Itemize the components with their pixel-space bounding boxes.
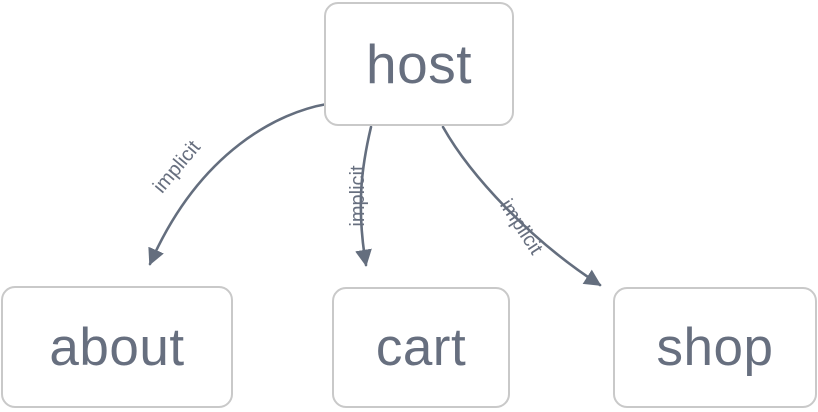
node-host-label: host — [366, 32, 472, 95]
node-cart[interactable]: cart — [332, 287, 510, 408]
node-about-label: about — [49, 317, 185, 377]
node-cart-label: cart — [375, 318, 467, 377]
edge-label-host-cart: implicit — [347, 165, 369, 227]
edge-host-about — [148, 102, 329, 266]
node-shop[interactable]: shop — [613, 287, 817, 408]
node-host[interactable]: host — [324, 2, 514, 126]
node-about[interactable]: about — [1, 286, 233, 408]
edge-host-cart — [355, 125, 373, 267]
edge-host-shop — [441, 125, 602, 287]
node-shop-label: shop — [656, 318, 774, 377]
